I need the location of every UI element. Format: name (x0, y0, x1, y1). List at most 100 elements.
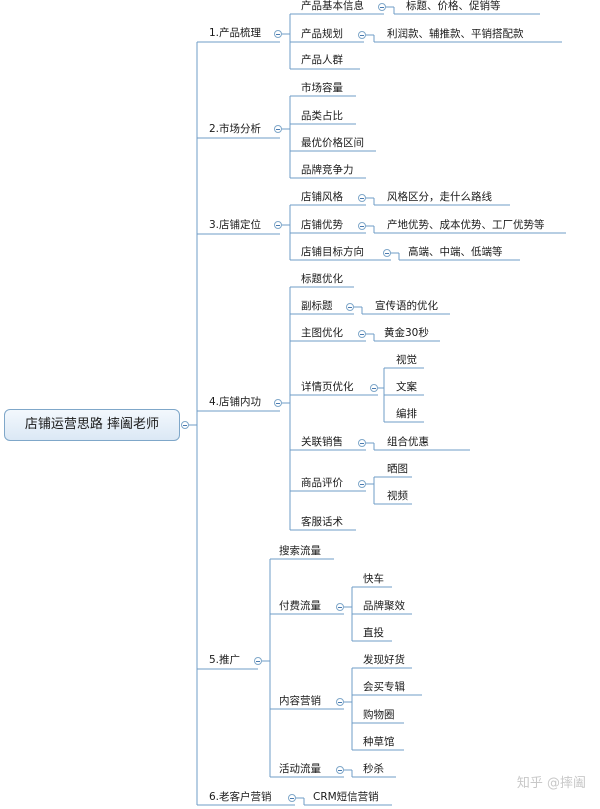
node-market-size[interactable]: 市场容量 (301, 82, 343, 95)
root-node[interactable]: 店铺运营思路 摔阖老师 (4, 409, 180, 441)
collapse-icon[interactable] (336, 766, 344, 774)
node-visual[interactable]: 视觉 (396, 354, 417, 367)
node-label: 直投 (363, 627, 384, 639)
branch-product-review[interactable]: 1.产品梳理 (209, 27, 261, 40)
node-label: 客服话术 (301, 516, 343, 528)
node-label: 产地优势、成本优势、工厂优势等 (387, 219, 545, 231)
node-label: 会买专辑 (363, 681, 405, 693)
node-label: 宣传语的优化 (375, 300, 438, 312)
connector (366, 333, 383, 342)
node-product-basic-info[interactable]: 产品基本信息 (301, 0, 364, 13)
collapse-icon[interactable] (383, 249, 391, 257)
branch-store-internal[interactable]: 4.店铺内功 (209, 396, 261, 409)
connector (296, 797, 312, 806)
collapse-icon[interactable] (358, 222, 366, 230)
node-copywriting[interactable]: 文案 (396, 381, 417, 394)
connector (344, 769, 362, 778)
node-origin-cost-factory[interactable]: 产地优势、成本优势、工厂优势等 (387, 219, 545, 232)
node-product-reviews[interactable]: 商品评价 (301, 477, 343, 490)
node-label: 风格区分，走什么路线 (387, 191, 492, 203)
connector (344, 586, 362, 642)
collapse-icon[interactable] (254, 657, 262, 665)
node-label: 关联销售 (301, 436, 343, 448)
collapse-icon[interactable] (336, 698, 344, 706)
collapse-icon[interactable] (288, 794, 296, 802)
branch-label: 3.店铺定位 (209, 219, 262, 231)
node-main-image-optimization[interactable]: 主图优化 (301, 327, 343, 340)
node-crm-sms-marketing[interactable]: CRM短信营销 (313, 791, 379, 804)
branch-label: 1.产品梳理 (209, 27, 262, 39)
collapse-icon[interactable] (358, 439, 366, 447)
connector (282, 204, 300, 261)
node-label: 黄金30秒 (384, 327, 429, 339)
node-label: 视觉 (396, 354, 417, 366)
node-content-marketing[interactable]: 内容营销 (279, 695, 321, 708)
node-title-optimization[interactable]: 标题优化 (301, 273, 343, 286)
node-golden-30s[interactable]: 黄金30秒 (384, 327, 429, 340)
collapse-icon[interactable] (358, 31, 366, 39)
node-label: CRM短信营销 (313, 791, 379, 803)
node-category-share[interactable]: 品类占比 (301, 110, 343, 123)
node-label: 付费流量 (279, 600, 321, 612)
collapse-icon[interactable] (370, 384, 378, 392)
node-slogan-optimization[interactable]: 宣传语的优化 (375, 300, 438, 313)
collapse-icon[interactable] (358, 194, 366, 202)
branch-store-positioning[interactable]: 3.店铺定位 (209, 219, 261, 232)
node-discover-goods[interactable]: 发现好货 (363, 654, 405, 667)
node-brand-competitiveness[interactable]: 品牌竞争力 (301, 164, 354, 177)
node-layout-arrangement[interactable]: 编排 (396, 408, 417, 421)
node-label: 店铺目标方向 (301, 246, 364, 258)
root-label: 店铺运营思路 摔阖老师 (24, 417, 160, 432)
node-store-style[interactable]: 店铺风格 (301, 191, 343, 204)
branch-promotion[interactable]: 5.推广 (209, 654, 240, 667)
node-profit-items[interactable]: 利润款、辅推款、平销搭配款 (387, 28, 524, 41)
node-seeding-hall[interactable]: 种草馆 (363, 736, 395, 749)
node-high-mid-low[interactable]: 高端、中端、低端等 (408, 246, 503, 259)
node-label: 组合优惠 (387, 436, 429, 448)
collapse-icon[interactable] (358, 480, 366, 488)
collapse-root-icon[interactable] (181, 421, 189, 429)
collapse-icon[interactable] (378, 3, 386, 11)
collapse-icon[interactable] (274, 30, 282, 38)
node-direct-placement[interactable]: 直投 (363, 627, 384, 640)
node-customer-service-script[interactable]: 客服话术 (301, 516, 343, 529)
node-detail-page-optimization[interactable]: 详情页优化 (301, 381, 354, 394)
node-product-audience[interactable]: 产品人群 (301, 54, 343, 67)
node-search-traffic[interactable]: 搜索流量 (279, 545, 321, 558)
node-store-advantage[interactable]: 店铺优势 (301, 219, 343, 232)
node-label: 编排 (396, 408, 417, 420)
collapse-icon[interactable] (274, 125, 282, 133)
branch-market-analysis[interactable]: 2.市场分析 (209, 123, 261, 136)
node-smart-buy-album[interactable]: 会买专辑 (363, 681, 405, 694)
node-label: 视频 (387, 490, 408, 502)
node-label: 快车 (363, 573, 384, 585)
collapse-icon[interactable] (274, 399, 282, 407)
node-label: 主图优化 (301, 327, 343, 339)
node-event-traffic[interactable]: 活动流量 (279, 763, 321, 776)
node-label: 内容营销 (279, 695, 321, 707)
node-video-reviews[interactable]: 视频 (387, 490, 408, 503)
node-photo-reviews[interactable]: 晒图 (387, 463, 408, 476)
node-paid-traffic[interactable]: 付费流量 (279, 600, 321, 613)
collapse-icon[interactable] (336, 603, 344, 611)
node-label: 高端、中端、低端等 (408, 246, 503, 258)
collapse-icon[interactable] (346, 303, 354, 311)
node-shopping-circle[interactable]: 购物圈 (363, 709, 395, 722)
branch-returning-customer-marketing[interactable]: 6.老客户营销 (209, 791, 272, 804)
node-subtitle[interactable]: 副标题 (301, 300, 333, 313)
node-title-price-promo[interactable]: 标题、价格、促销等 (406, 0, 501, 13)
collapse-icon[interactable] (274, 221, 282, 229)
node-flash-sale[interactable]: 秒杀 (363, 763, 384, 776)
node-best-price-range[interactable]: 最优价格区间 (301, 137, 364, 150)
collapse-icon[interactable] (358, 330, 366, 338)
node-related-sales[interactable]: 关联销售 (301, 436, 343, 449)
node-store-target[interactable]: 店铺目标方向 (301, 246, 364, 259)
node-style-distinction[interactable]: 风格区分，走什么路线 (387, 191, 492, 204)
node-product-planning[interactable]: 产品规划 (301, 28, 343, 41)
node-label: 产品规划 (301, 28, 343, 40)
node-brand-effect[interactable]: 品牌聚效 (363, 600, 405, 613)
node-express[interactable]: 快车 (363, 573, 384, 586)
node-label: 文案 (396, 381, 417, 393)
node-combo-discount[interactable]: 组合优惠 (387, 436, 429, 449)
